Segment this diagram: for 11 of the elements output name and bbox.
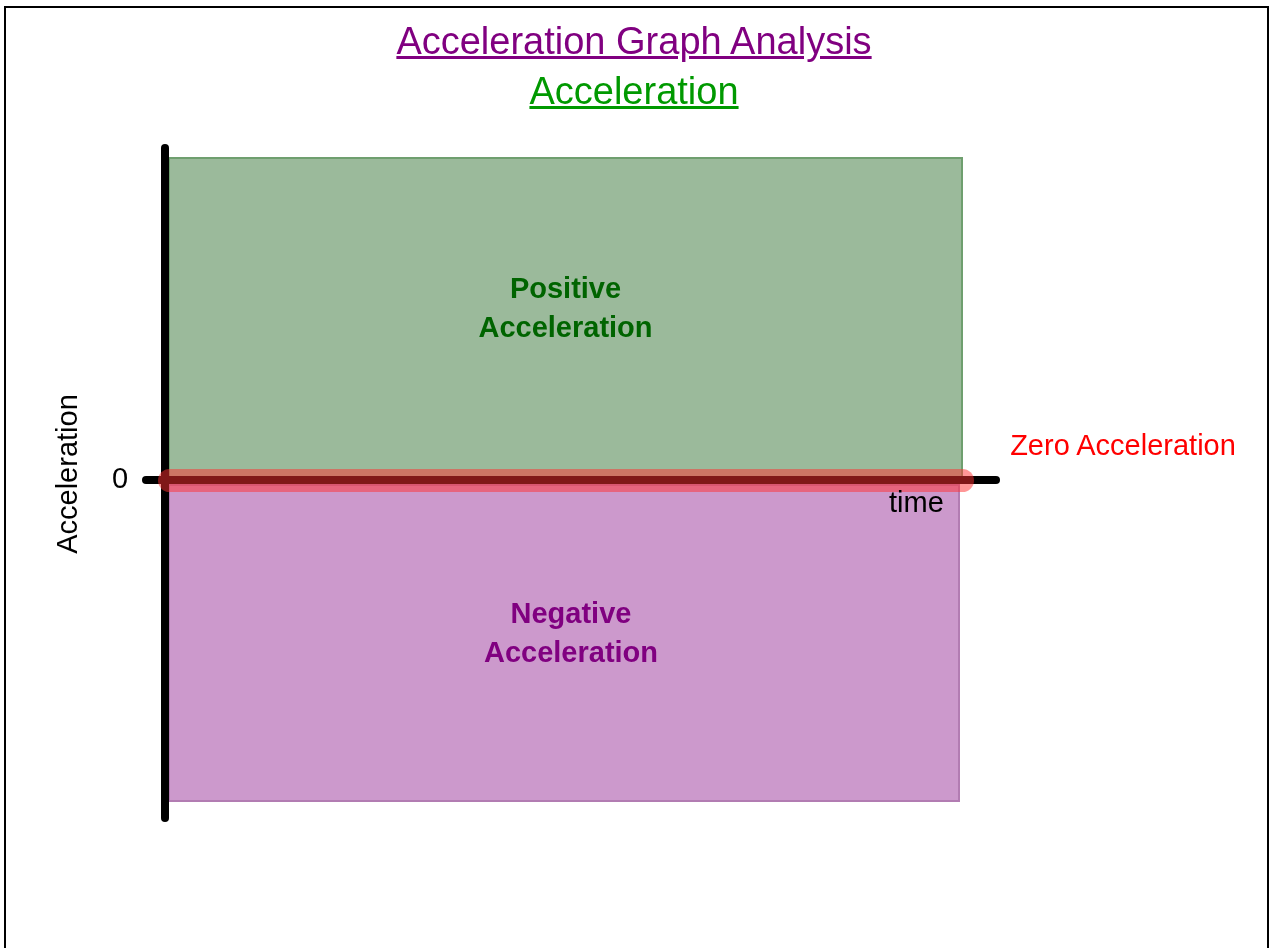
axis-label: Acceleration (50, 393, 84, 556)
region-label: Positive Acceleration (477, 270, 654, 345)
region-label: Negative Acceleration (482, 596, 660, 670)
zero-line-band (158, 469, 974, 492)
region-box (168, 484, 960, 802)
tick-label: 0 (112, 461, 129, 496)
title: Acceleration Graph Analysis (395, 19, 873, 64)
subtitle: Acceleration (528, 69, 740, 114)
axis-label: time (889, 485, 944, 520)
line-label: Zero Acceleration (1009, 428, 1237, 463)
region-box (168, 157, 963, 478)
